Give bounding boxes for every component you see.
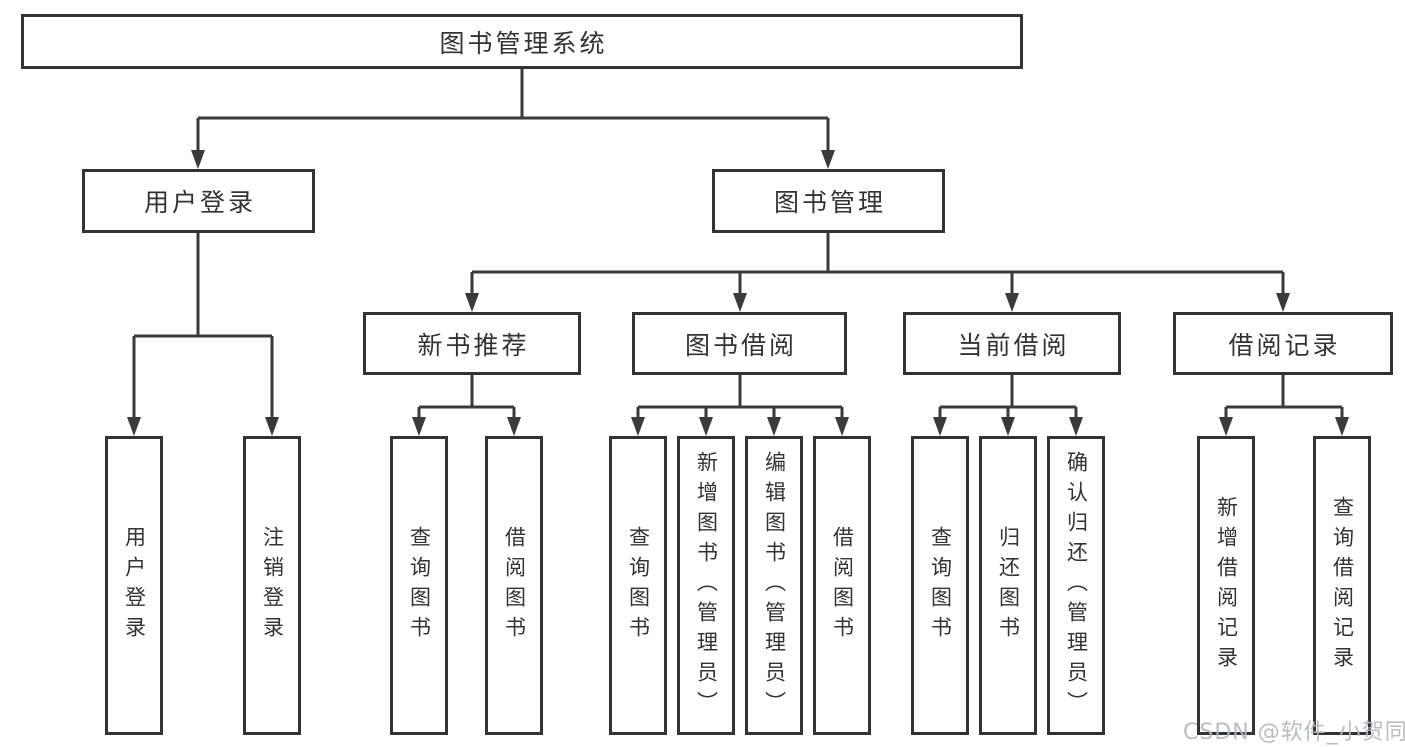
connector-path: [636, 374, 844, 419]
connector-path: [1224, 374, 1344, 419]
connector-path: [938, 374, 1078, 419]
node-user-login-action: 用户登录: [105, 436, 163, 735]
arrowhead-down-icon: [733, 293, 747, 312]
arrowhead-down-icon: [507, 417, 521, 436]
node-label: 查询图书: [928, 525, 953, 646]
connector-path: [417, 374, 516, 419]
node-query-books-current: 查询图书: [911, 436, 969, 735]
arrowhead-down-icon: [412, 417, 426, 436]
node-add-borrow-record: 新增借阅记录: [1197, 436, 1255, 735]
node-borrow-book-action: 借阅图书: [813, 436, 871, 735]
node-return-book: 归还图书: [979, 436, 1037, 735]
node-label: 查询图书: [626, 525, 651, 646]
node-edit-book-admin: 编辑图书（管理员）: [745, 436, 803, 735]
node-label: 注销登录: [260, 525, 285, 646]
node-label: 确认归还（管理员）: [1064, 450, 1089, 721]
arrowhead-down-icon: [1335, 417, 1349, 436]
node-current-borrow: 当前借阅: [903, 312, 1121, 375]
arrowhead-down-icon: [1001, 417, 1015, 436]
connector-path: [132, 232, 274, 419]
arrowhead-down-icon: [835, 417, 849, 436]
node-label: 编辑图书（管理员）: [762, 450, 787, 721]
connector-path: [470, 232, 1285, 295]
node-new-book-recommend: 新书推荐: [363, 312, 581, 375]
node-logout-action: 注销登录: [243, 436, 301, 735]
arrowhead-down-icon: [933, 417, 947, 436]
node-confirm-return-admin: 确认归还（管理员）: [1047, 436, 1105, 735]
node-borrow-book-recommend: 借阅图书: [485, 436, 543, 735]
node-borrow-records: 借阅记录: [1173, 312, 1393, 375]
arrowhead-down-icon: [191, 150, 205, 169]
node-book-borrow: 图书借阅: [632, 312, 847, 375]
node-label: 新增图书（管理员）: [694, 450, 719, 721]
arrowhead-down-icon: [265, 417, 279, 436]
node-label: 借阅图书: [502, 525, 527, 646]
arrowhead-down-icon: [1276, 293, 1290, 312]
arrowhead-down-icon: [767, 417, 781, 436]
node-label: 查询图书: [407, 525, 432, 646]
arrowhead-down-icon: [699, 417, 713, 436]
node-add-book-admin: 新增图书（管理员）: [677, 436, 735, 735]
arrowhead-down-icon: [631, 417, 645, 436]
node-book-management: 图书管理: [712, 169, 945, 233]
node-label: 借阅图书: [830, 525, 855, 646]
node-label: 归还图书: [996, 525, 1021, 646]
csdn-watermark: CSDN @软件_小贺同学: [1183, 720, 1405, 745]
arrowhead-down-icon: [1219, 417, 1233, 436]
connector-path: [196, 68, 830, 152]
node-label: 查询借阅记录: [1330, 495, 1355, 676]
arrowhead-down-icon: [465, 293, 479, 312]
node-library-system: 图书管理系统: [21, 14, 1023, 69]
arrowhead-down-icon: [821, 150, 835, 169]
node-query-books-borrow: 查询图书: [609, 436, 667, 735]
node-label: 新增借阅记录: [1214, 495, 1239, 676]
node-query-borrow-record: 查询借阅记录: [1313, 436, 1371, 735]
arrowhead-down-icon: [127, 417, 141, 436]
arrowhead-down-icon: [1005, 293, 1019, 312]
node-query-books-recommend: 查询图书: [390, 436, 448, 735]
arrowhead-down-icon: [1069, 417, 1083, 436]
node-label: 用户登录: [122, 525, 147, 646]
node-user-login: 用户登录: [82, 169, 315, 233]
